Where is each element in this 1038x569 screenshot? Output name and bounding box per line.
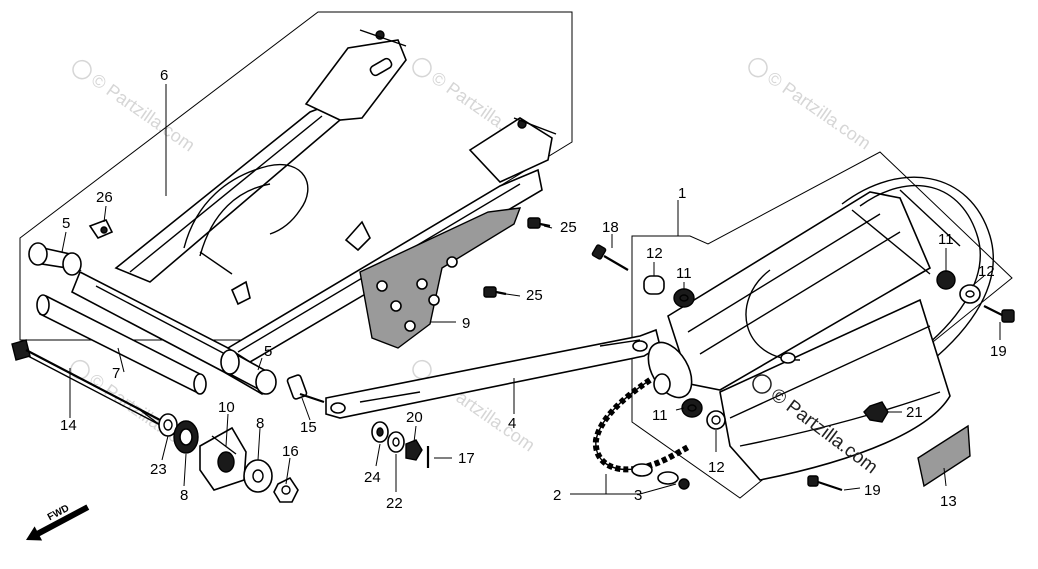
- bearing-8-inner: [173, 420, 199, 454]
- callout-8-inner: 8: [180, 487, 188, 504]
- eccentric-10: [199, 426, 247, 491]
- callout-19-lower: 19: [864, 482, 881, 499]
- leader-lines: [61, 84, 1001, 495]
- grease-nipple: [88, 218, 114, 239]
- callout-12-top: 12: [646, 245, 663, 262]
- callout-10: 10: [218, 399, 235, 416]
- washer-24: [371, 421, 389, 443]
- callout-16: 16: [282, 443, 299, 460]
- callout-14: 14: [60, 417, 77, 434]
- chain-guide-plate: [359, 207, 522, 349]
- bolt-25-lower: [483, 286, 507, 298]
- stud-15: [286, 374, 325, 404]
- callout-25-lower: 25: [526, 287, 543, 304]
- callout-26: 26: [96, 189, 113, 206]
- callout-labels: 1 2 3 4 5 5 6 7 8 8 9 10 11 11 11 12 12 …: [60, 67, 1007, 512]
- torque-link: [325, 328, 661, 419]
- callout-22: 22: [386, 495, 403, 512]
- callout-13: 13: [940, 493, 957, 510]
- rubber-mount-11-rear: [936, 270, 956, 290]
- chaincase-group-boundary: [631, 151, 1013, 499]
- watermark-text: © Partzilla.com: [88, 70, 199, 156]
- callout-11-mid: 11: [652, 407, 668, 424]
- callout-21: 21: [906, 404, 923, 421]
- bolt-25-upper: [527, 217, 551, 229]
- callout-12-rear: 12: [978, 263, 995, 280]
- master-link: [631, 463, 690, 490]
- rubber-mount-11-mid: [681, 398, 703, 418]
- nut-20: [405, 439, 423, 461]
- callout-23: 23: [150, 461, 167, 478]
- callout-19-right: 19: [990, 343, 1007, 360]
- callout-11-rear: 11: [938, 231, 954, 248]
- callout-8-outer: 8: [256, 415, 264, 432]
- callout-20: 20: [406, 409, 423, 426]
- callout-18: 18: [602, 219, 619, 236]
- callout-25-upper: 25: [560, 219, 577, 236]
- pivot-tube: [36, 294, 207, 395]
- forward-direction-arrow: FWD: [26, 503, 90, 541]
- callout-7: 7: [112, 365, 120, 382]
- swingarm-group-boundary: [19, 11, 573, 341]
- bolt-18: [591, 244, 629, 271]
- callout-24: 24: [364, 469, 381, 486]
- pivot-collar-right: [220, 349, 277, 395]
- callout-5-right: 5: [264, 343, 272, 360]
- nut-21: [863, 401, 889, 423]
- washer-8-outer: [243, 459, 273, 493]
- callout-2: 2: [553, 487, 561, 504]
- drive-chain: [592, 377, 692, 473]
- pivot-collar-left: [28, 242, 82, 276]
- callout-1: 1: [678, 185, 686, 202]
- callout-17: 17: [458, 450, 475, 467]
- collar-12-mid: [706, 410, 726, 430]
- swingarm: [70, 29, 557, 396]
- watermark-text: © Partzilla.com: [764, 68, 875, 154]
- bolt-19-lower: [807, 475, 843, 492]
- nut-16: [273, 476, 299, 503]
- callout-3: 3: [634, 487, 642, 504]
- chain-case: [647, 176, 994, 481]
- callout-4: 4: [508, 415, 516, 432]
- caution-label: [917, 424, 971, 488]
- callout-6: 6: [160, 67, 168, 84]
- callout-9: 9: [462, 315, 470, 332]
- bolt-19-right: [983, 305, 1015, 323]
- callout-12-mid: 12: [708, 459, 725, 476]
- callout-5-left: 5: [62, 215, 70, 232]
- washer-22: [387, 431, 405, 453]
- rubber-mount-11-top: [673, 288, 695, 308]
- collar-12-top: [643, 275, 665, 295]
- collar-12-rear: [959, 284, 981, 304]
- callout-15: 15: [300, 419, 317, 436]
- callout-11-top: 11: [676, 265, 692, 282]
